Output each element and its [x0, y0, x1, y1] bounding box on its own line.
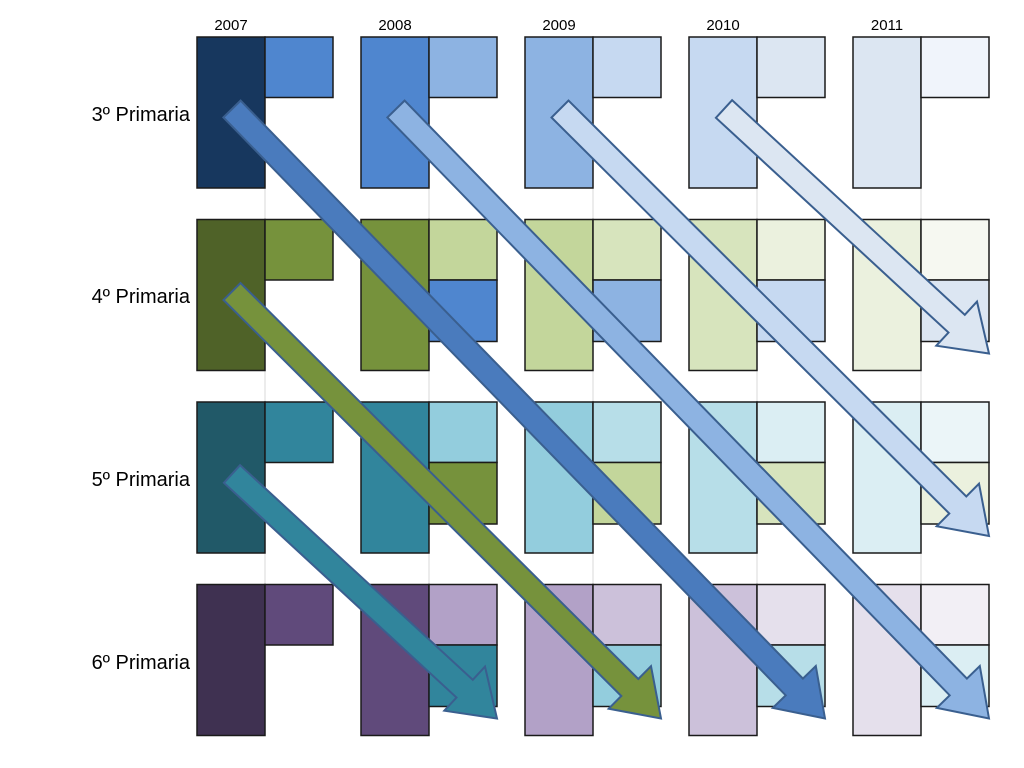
cell-top-block — [428, 36, 498, 99]
cell-6º-2007 — [196, 583, 334, 737]
cohort-arrows — [221, 98, 991, 720]
cell-main-block — [196, 583, 266, 737]
cell-top-block — [428, 583, 498, 646]
cell-top-block — [592, 218, 662, 281]
cell-top-block — [592, 401, 662, 464]
cell-3º-2011 — [852, 36, 990, 189]
cell-top-block — [264, 401, 334, 464]
cell-top-block — [264, 218, 334, 281]
grade-year-cells — [196, 36, 990, 737]
cell-top-block — [264, 583, 334, 646]
year-label-2008: 2008 — [378, 17, 411, 34]
cohort-arrow-2007-5 — [222, 463, 499, 720]
grade-label-6: 6º Primaria — [92, 652, 191, 674]
cohort-arrow-2009-3 — [550, 99, 991, 538]
cohort-arrow-2007-3 — [221, 99, 827, 720]
cell-top-block — [920, 583, 990, 646]
cell-top-block — [592, 36, 662, 99]
grade-label-4: 4º Primaria — [92, 286, 191, 308]
year-label-2011: 2011 — [871, 17, 903, 34]
cell-top-block — [920, 36, 990, 99]
year-label-2009: 2009 — [542, 17, 575, 34]
year-label-2007: 2007 — [214, 17, 247, 34]
cell-top-block — [920, 401, 990, 464]
cell-top-block — [756, 583, 826, 646]
cell-4º-2007 — [196, 218, 334, 372]
cell-top-block — [428, 401, 498, 464]
cell-main-block — [852, 36, 922, 189]
cell-top-block — [592, 583, 662, 646]
cell-3º-2007 — [196, 36, 334, 189]
year-label-2010: 2010 — [706, 17, 739, 34]
cell-top-block — [428, 218, 498, 281]
grade-label-5: 5º Primaria — [92, 469, 191, 491]
cohort-arrow-2008-3 — [385, 99, 991, 720]
cell-top-block — [756, 36, 826, 99]
cell-top-block — [756, 401, 826, 464]
cohort-arrow-2007-4 — [222, 281, 663, 720]
cell-top-block — [264, 36, 334, 99]
grade-label-3: 3º Primaria — [92, 104, 191, 126]
cell-top-block — [920, 218, 990, 281]
cell-5º-2007 — [196, 401, 334, 554]
cell-3º-2010 — [688, 36, 826, 189]
cell-top-block — [756, 218, 826, 281]
cell-3º-2008 — [360, 36, 498, 189]
cell-3º-2009 — [524, 36, 662, 189]
cohort-arrow-2010-3 — [714, 98, 991, 355]
